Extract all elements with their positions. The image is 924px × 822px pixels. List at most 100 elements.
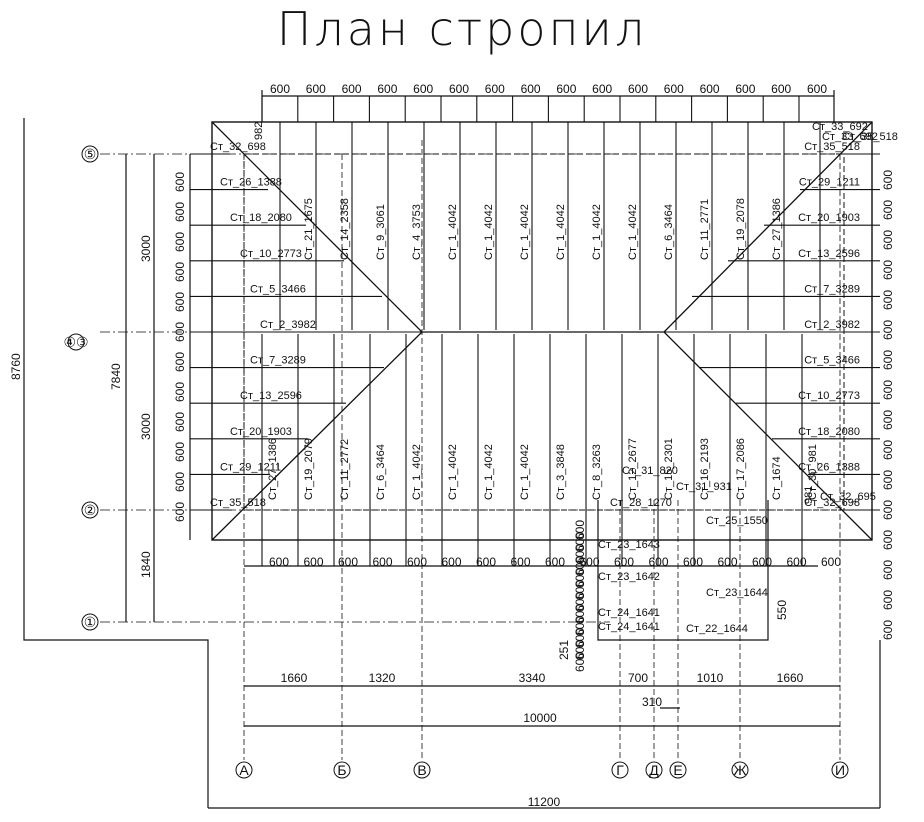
rafter-label-bottom: Ст_16_2193 bbox=[699, 438, 711, 500]
left-spacing-label: 600 bbox=[173, 442, 187, 462]
bottom-spacing-label: 600 bbox=[303, 555, 323, 569]
bottom-dim-label: 3340 bbox=[519, 671, 546, 685]
top-spacing-label: 600 bbox=[521, 82, 541, 96]
col-axis-marker bbox=[669, 761, 687, 779]
misc-label: Ст_23_1644 bbox=[706, 587, 768, 599]
top-spacing-label: 600 bbox=[664, 82, 684, 96]
left-spacing-label: 600 bbox=[173, 172, 187, 192]
rafter-label-right: Ст_13_2596 bbox=[798, 248, 860, 260]
col-axis-label: Б bbox=[337, 762, 346, 778]
misc-label: Ст_23_1643 bbox=[598, 539, 660, 551]
rafter-label-bottom: Ст_27_1386 bbox=[267, 438, 279, 500]
top-spacing-label: 600 bbox=[771, 82, 791, 96]
bottom-dim-label: 1660 bbox=[281, 671, 308, 685]
rafter-label-bottom: Ст_6_3464 bbox=[375, 444, 387, 500]
bottom-dim-label: 1010 bbox=[697, 671, 724, 685]
rafter-label-top: Ст_1_4042 bbox=[447, 204, 459, 260]
misc-label: Ст_23_1642 bbox=[598, 571, 660, 583]
rafter-label-left: Ст_5_3466 bbox=[250, 283, 306, 295]
misc-label: 981 bbox=[803, 486, 815, 504]
extension-spacing-label: 600 bbox=[573, 604, 587, 624]
drawing-title: План стропил bbox=[276, 2, 648, 56]
row-axis-marker bbox=[67, 333, 85, 351]
left-spacing-label: 600 bbox=[173, 352, 187, 372]
rafter-label-top: Ст_1_4042 bbox=[483, 204, 495, 260]
extension-spacing-label: 600 bbox=[573, 592, 587, 612]
bottom-spacing-label: 600 bbox=[407, 555, 427, 569]
rafter-label-top: Ст_1_4042 bbox=[519, 204, 531, 260]
dim-10000-label: 10000 bbox=[523, 711, 557, 725]
bottom-spacing-label: 600 bbox=[683, 555, 703, 569]
rafter-label-right: Ст_18_2080 bbox=[798, 426, 860, 438]
extension-spacing-label: 600 bbox=[573, 640, 587, 660]
rafter-label-top: Ст_6_3464 bbox=[663, 204, 675, 260]
rafter-label-top: Ст_21_1675 bbox=[303, 198, 315, 260]
left-spacing-label: 600 bbox=[173, 412, 187, 432]
rafter-label-right: Ст_10_2773 bbox=[798, 390, 860, 402]
bottom-spacing-label: 600 bbox=[821, 555, 841, 569]
top-spacing-label: 600 bbox=[270, 82, 290, 96]
rafter-label-left: Ст_13_2596 bbox=[240, 390, 302, 402]
rafter-label-right: Ст_2_3982 bbox=[804, 319, 860, 331]
extension-spacing-label: 600 bbox=[573, 544, 587, 564]
dim-310-label: 310 bbox=[642, 695, 662, 709]
rafter-label-bottom: Ст_1674 bbox=[771, 456, 783, 500]
top-spacing-label: 600 bbox=[485, 82, 505, 96]
right-spacing-label: 600 bbox=[881, 380, 895, 400]
bottom-spacing-label: 600 bbox=[579, 555, 599, 569]
misc-label: Ст_33_692 bbox=[822, 131, 878, 143]
rafter-label-top: Ст_14_2358 bbox=[339, 198, 351, 260]
rafter-label-bottom: Ст_3_3848 bbox=[555, 444, 567, 500]
top-spacing-label: 600 bbox=[306, 82, 326, 96]
rafter-label-bottom: Ст_17_2086 bbox=[735, 438, 747, 500]
right-spacing-label: 600 bbox=[881, 320, 895, 340]
rafter-label-top: Ст_11_2771 bbox=[699, 199, 711, 260]
col-axis-marker bbox=[333, 761, 351, 779]
right-spacing-label: 600 bbox=[881, 500, 895, 520]
extension-spacing-label: 600 bbox=[573, 652, 587, 672]
right-spacing-label: 600 bbox=[881, 530, 895, 550]
right-spacing-label: 600 bbox=[881, 290, 895, 310]
top-spacing-label: 600 bbox=[807, 82, 827, 96]
rafter-label-right: Ст_5_3466 bbox=[804, 355, 860, 367]
misc-label: Ст_35_518 bbox=[842, 131, 898, 143]
top-spacing-label: 600 bbox=[377, 82, 397, 96]
bottom-spacing-label: 600 bbox=[269, 555, 289, 569]
bottom-spacing-label: 600 bbox=[648, 555, 668, 569]
bottom-spacing-label: 600 bbox=[717, 555, 737, 569]
left-dim-lines bbox=[23, 118, 209, 808]
row-axis-label: ② bbox=[84, 502, 97, 518]
top-spacing-label: 600 bbox=[342, 82, 362, 96]
rafter-label-top: Ст_1_4042 bbox=[555, 204, 567, 260]
rafter-label-left: Ст_7_3289 bbox=[250, 355, 306, 367]
rafter-label-right: Ст_32_698 bbox=[804, 497, 860, 509]
col-axis-lines bbox=[243, 140, 841, 760]
extension-spacing-label: 600 bbox=[573, 556, 587, 576]
col-axis-marker bbox=[831, 761, 849, 779]
col-axis-marker bbox=[731, 761, 749, 779]
left-spacing-label: 600 bbox=[173, 232, 187, 252]
row-axis-marker bbox=[81, 145, 99, 163]
bottom-spacing-label: 600 bbox=[372, 555, 392, 569]
misc-label: Ст_33_692 bbox=[812, 121, 868, 133]
rafter-label-top: Ст_27_1386 bbox=[771, 198, 783, 260]
dim-251-label: 251 bbox=[557, 640, 571, 660]
right-spacing-label: 600 bbox=[881, 170, 895, 190]
right-spacing-label: 600 bbox=[881, 230, 895, 250]
col-axis-label: Д bbox=[649, 762, 659, 778]
roof-outline bbox=[211, 121, 873, 541]
top-spacing-label: 600 bbox=[592, 82, 612, 96]
rafter-label-left: Ст_18_2080 bbox=[230, 212, 292, 224]
col-axis-label: Е bbox=[673, 762, 682, 778]
rafter-label-left: Ст_10_2773 bbox=[240, 248, 302, 260]
bottom-spacing-label: 600 bbox=[476, 555, 496, 569]
extension-spacing-label: 600 bbox=[573, 628, 587, 648]
left-spacing-label: 600 bbox=[173, 262, 187, 282]
col-axis-label: А bbox=[239, 762, 249, 778]
row-axis-label: ⑤ bbox=[84, 146, 97, 162]
dim-11200-label: 11200 bbox=[528, 795, 561, 809]
misc-label: Ст_31_820 bbox=[622, 465, 678, 477]
misc-label: Ст_31_931 bbox=[676, 481, 732, 493]
right-spacing-label: 600 bbox=[881, 200, 895, 220]
right-spacing-label: 600 bbox=[881, 560, 895, 580]
